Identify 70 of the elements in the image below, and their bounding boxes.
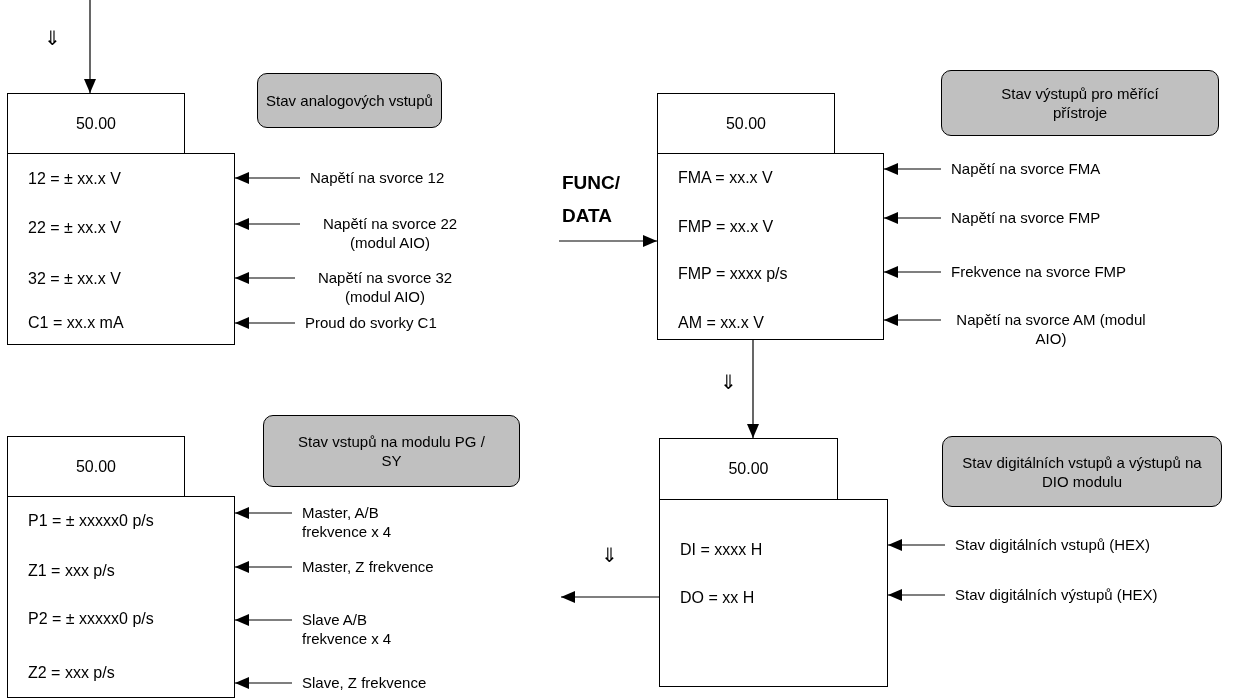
annotation-text: Napětí na svorce 22 (modul AIO) (300, 214, 470, 252)
edge-label: FUNC/ DATA (562, 171, 621, 228)
arrow (234, 677, 293, 689)
annotation-text: Master, A/B frekvence x 4 (292, 503, 417, 541)
direction-symbol: ⇓ (601, 543, 618, 567)
arrow (887, 539, 946, 551)
arrow (560, 591, 660, 603)
display-line: DO = xx H (680, 588, 755, 608)
annotation-text: Proud do svorky C1 (295, 313, 437, 332)
arrow (234, 561, 293, 573)
annotation-text: Napětí na svorce 12 (300, 168, 445, 187)
annotation-text: Napětí na svorce FMP (941, 208, 1101, 227)
direction-symbol: ⇓ (720, 370, 737, 394)
arrow (887, 589, 946, 601)
display-line: DI = xxxx H (680, 540, 763, 560)
display-box (7, 153, 235, 345)
arrow (883, 266, 942, 278)
section-title: Stav vstupů na modulu PG / SY (297, 432, 486, 470)
section-title: Stav výstupů pro měřící přístroje (1000, 84, 1160, 122)
display-box (7, 496, 235, 698)
display-line: 12 = ± xx.x V (28, 169, 121, 189)
annotation-text: Slave, Z frekvence (292, 673, 427, 692)
display-line: P1 = ± xxxxx0 p/s (28, 511, 154, 531)
arrow (234, 317, 296, 329)
section-title: Stav digitálních vstupů a výstupů na DIO modulu (962, 452, 1202, 491)
annotation-text: Master, Z frekvence (292, 557, 434, 576)
display-line: P2 = ± xxxxx0 p/s (28, 609, 154, 629)
arrow (558, 235, 658, 247)
display-line: Z2 = xxx p/s (28, 663, 115, 683)
arrow (883, 212, 942, 224)
arrow (234, 218, 301, 230)
arrow (234, 507, 293, 519)
direction-symbol: ⇓ (44, 26, 61, 50)
arrow (234, 172, 301, 184)
arrow (883, 314, 942, 326)
display-line: FMP = xxxx p/s (678, 264, 788, 284)
annotation-text: Napětí na svorce 32 (modul AIO) (295, 268, 465, 306)
section-title-box (257, 73, 442, 128)
display-line: AM = xx.x V (678, 313, 764, 333)
display-line: FMP = xx.x V (678, 217, 774, 237)
display-value-box (657, 93, 835, 154)
display-value-box (659, 438, 838, 500)
arrow (883, 163, 942, 175)
display-box (657, 153, 884, 340)
display-box (659, 499, 888, 687)
arrow (84, 0, 96, 94)
annotation-text: Napětí na svorce FMA (941, 159, 1101, 178)
display-value: 50.00 (724, 114, 767, 133)
annotation-text: Frekvence na svorce FMP (941, 262, 1127, 281)
display-value: 50.00 (727, 460, 770, 478)
display-value-box (7, 93, 185, 154)
annotation-text: Stav digitálních výstupů (HEX) (945, 585, 1158, 604)
arrow (234, 614, 293, 626)
display-line: C1 = xx.x mA (28, 313, 124, 333)
display-value: 50.00 (74, 457, 117, 476)
section-title: Stav analogových vstupů (265, 91, 434, 110)
section-title-box (942, 436, 1222, 507)
annotation-text: Slave A/B frekvence x 4 (292, 610, 417, 648)
section-title-box (941, 70, 1219, 136)
display-line: Z1 = xxx p/s (28, 561, 115, 581)
arrow (234, 272, 296, 284)
display-line: FMA = xx.x V (678, 168, 773, 188)
display-line: 32 = ± xx.x V (28, 269, 121, 289)
annotation-text: Stav digitálních vstupů (HEX) (945, 535, 1151, 554)
section-title-box (263, 415, 520, 487)
arrow (747, 339, 759, 439)
display-value: 50.00 (74, 114, 117, 133)
display-value-box (7, 436, 185, 497)
display-line: 22 = ± xx.x V (28, 218, 121, 238)
annotation-text: Napětí na svorce AM (modul AIO) (941, 310, 1151, 348)
